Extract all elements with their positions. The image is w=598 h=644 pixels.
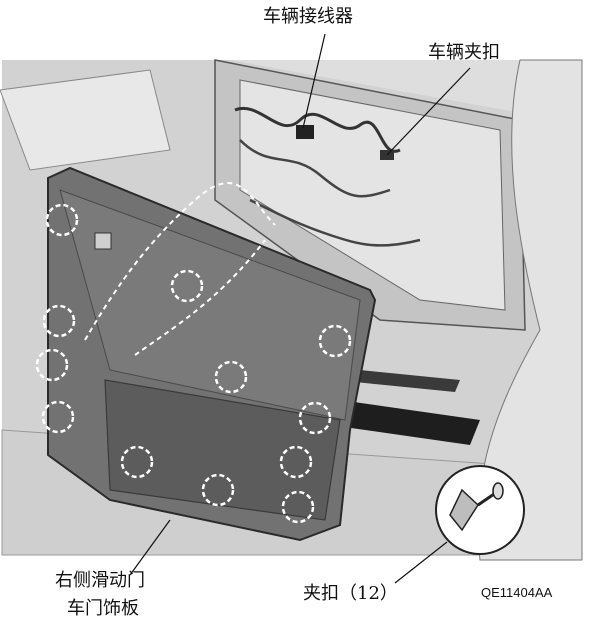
panel-wire-2 — [134, 239, 266, 356]
clip-detail-head — [492, 482, 504, 500]
leader-panel — [129, 519, 171, 576]
connector-block — [296, 125, 314, 139]
clip-detail-body — [449, 488, 479, 532]
wiring-harness-3 — [249, 198, 421, 247]
clip-markers — [35, 203, 352, 524]
handle-bezel — [94, 232, 112, 250]
wiring-harness — [234, 106, 401, 153]
clip-marker — [279, 445, 313, 479]
window-frame — [0, 69, 171, 171]
clip-marker — [318, 324, 352, 358]
label-door-panel-line2: 车门饰板 — [67, 598, 139, 619]
clip-marker — [281, 490, 315, 524]
clip-marker — [41, 400, 75, 434]
clip-marker — [298, 401, 332, 435]
label-door-panel-line1: 右侧滑动门 — [55, 570, 145, 591]
door-trim-upper — [59, 189, 361, 421]
panel-wire — [84, 182, 276, 341]
label-clips-count: 夹扣（12） — [303, 583, 398, 604]
clip-marker — [170, 269, 204, 303]
step-grille — [355, 370, 460, 392]
clip-marker — [42, 304, 76, 338]
sill-slot — [330, 400, 480, 445]
leader-clips — [394, 541, 448, 584]
leader-clip — [386, 67, 471, 156]
wiring-harness-2 — [239, 139, 391, 198]
label-vehicle-clip: 车辆夹扣 — [428, 42, 500, 63]
leader-connector — [302, 33, 326, 129]
clip-marker — [120, 445, 154, 479]
label-vehicle-connector: 车辆接线器 — [263, 6, 353, 27]
clip-marker — [35, 348, 69, 382]
clip-marker — [214, 360, 248, 394]
clip-marker — [201, 473, 235, 507]
clip-marker — [45, 203, 79, 237]
figure-code: QE11404AA — [481, 585, 553, 600]
door-trim-pocket — [104, 379, 341, 521]
clip-detail-inset — [435, 465, 525, 555]
